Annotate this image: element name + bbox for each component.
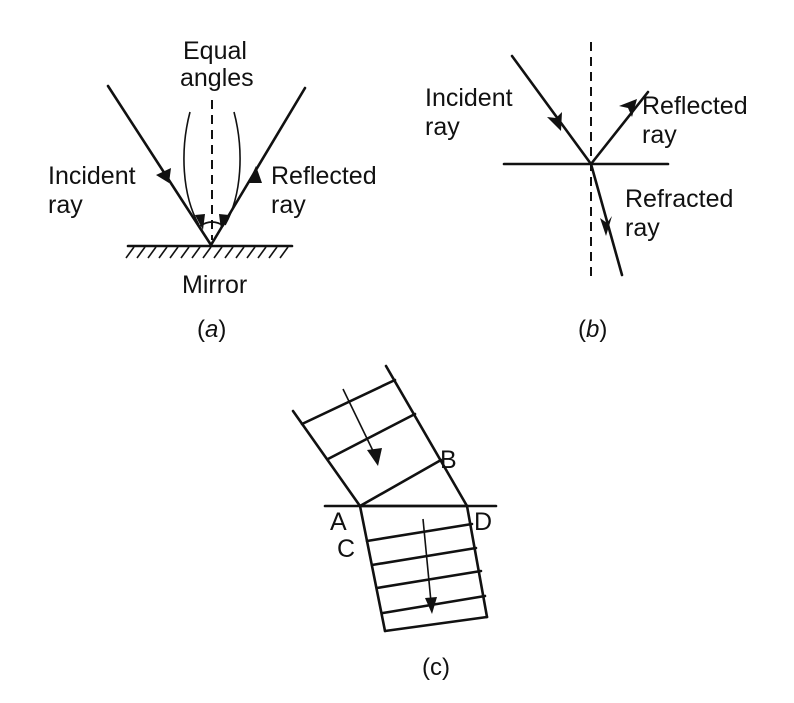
incident-arrow-b [547, 112, 562, 131]
propagation-arrow-refracted [425, 597, 437, 614]
angle-pointer-right [224, 111, 241, 226]
wavefront-2 [326, 412, 417, 461]
label-angles: angles [180, 64, 254, 92]
label-incident-ray-a: ray [48, 191, 83, 219]
incident-beam-edge-left [291, 409, 362, 508]
angle-pointer-left [183, 111, 200, 226]
label-point-b: B [440, 446, 457, 474]
refracted-beam-edge-left [358, 504, 387, 633]
label-refracted-ray-b: ray [625, 214, 660, 242]
refracted-wavefronts [358, 504, 489, 633]
wavefront-r1 [365, 522, 474, 543]
label-reflected-b: Reflected [642, 92, 748, 120]
incident-arrow-a [156, 168, 171, 183]
label-refracted-b: Refracted [625, 185, 733, 213]
label-reflected-a: Reflected [271, 162, 377, 190]
incident-wavefronts [291, 364, 469, 508]
label-mirror: Mirror [182, 271, 247, 299]
label-equal: Equal [183, 37, 247, 65]
incident-beam-edge-right [384, 364, 469, 508]
refracted-arrow-b [600, 216, 612, 236]
label-incident-ray-b: ray [425, 113, 460, 141]
angle-arrowhead-left [195, 214, 205, 230]
caption-a: (a) [197, 316, 226, 343]
wavefront-r5 [383, 615, 489, 633]
caption-c: (c) [422, 654, 450, 681]
panel-c-wavefronts: B A C D (c) [291, 364, 498, 681]
panel-a-reflection: Equal angles Incident ray Reflected ray … [48, 37, 377, 343]
angle-arrowhead-right [219, 214, 229, 230]
label-incident-a: Incident [48, 162, 136, 190]
incident-ray-a [106, 84, 213, 247]
label-reflected-ray-b: ray [642, 121, 677, 149]
reflected-arrow-a [248, 166, 262, 183]
wavefront-r2 [370, 546, 478, 567]
label-point-d: D [474, 508, 492, 536]
panel-b-refraction: Incident ray Reflected ray Refracted ray… [425, 42, 748, 343]
label-reflected-ray-a: ray [271, 191, 306, 219]
wavefront-ab [358, 458, 443, 508]
caption-b: (b) [578, 316, 607, 343]
label-incident-b: Incident [425, 84, 513, 112]
label-point-c: C [337, 535, 355, 563]
reflected-arrow-b [619, 99, 637, 117]
mirror-hatching [125, 246, 289, 259]
propagation-line-incident [342, 388, 376, 456]
incident-ray-b [510, 54, 593, 166]
propagation-line-refracted [422, 518, 432, 603]
propagation-arrow-incident [367, 448, 382, 466]
refracted-ray-b [589, 162, 624, 277]
reflected-ray-b [589, 90, 650, 166]
angle-arc [199, 221, 225, 227]
label-point-a: A [330, 508, 347, 536]
